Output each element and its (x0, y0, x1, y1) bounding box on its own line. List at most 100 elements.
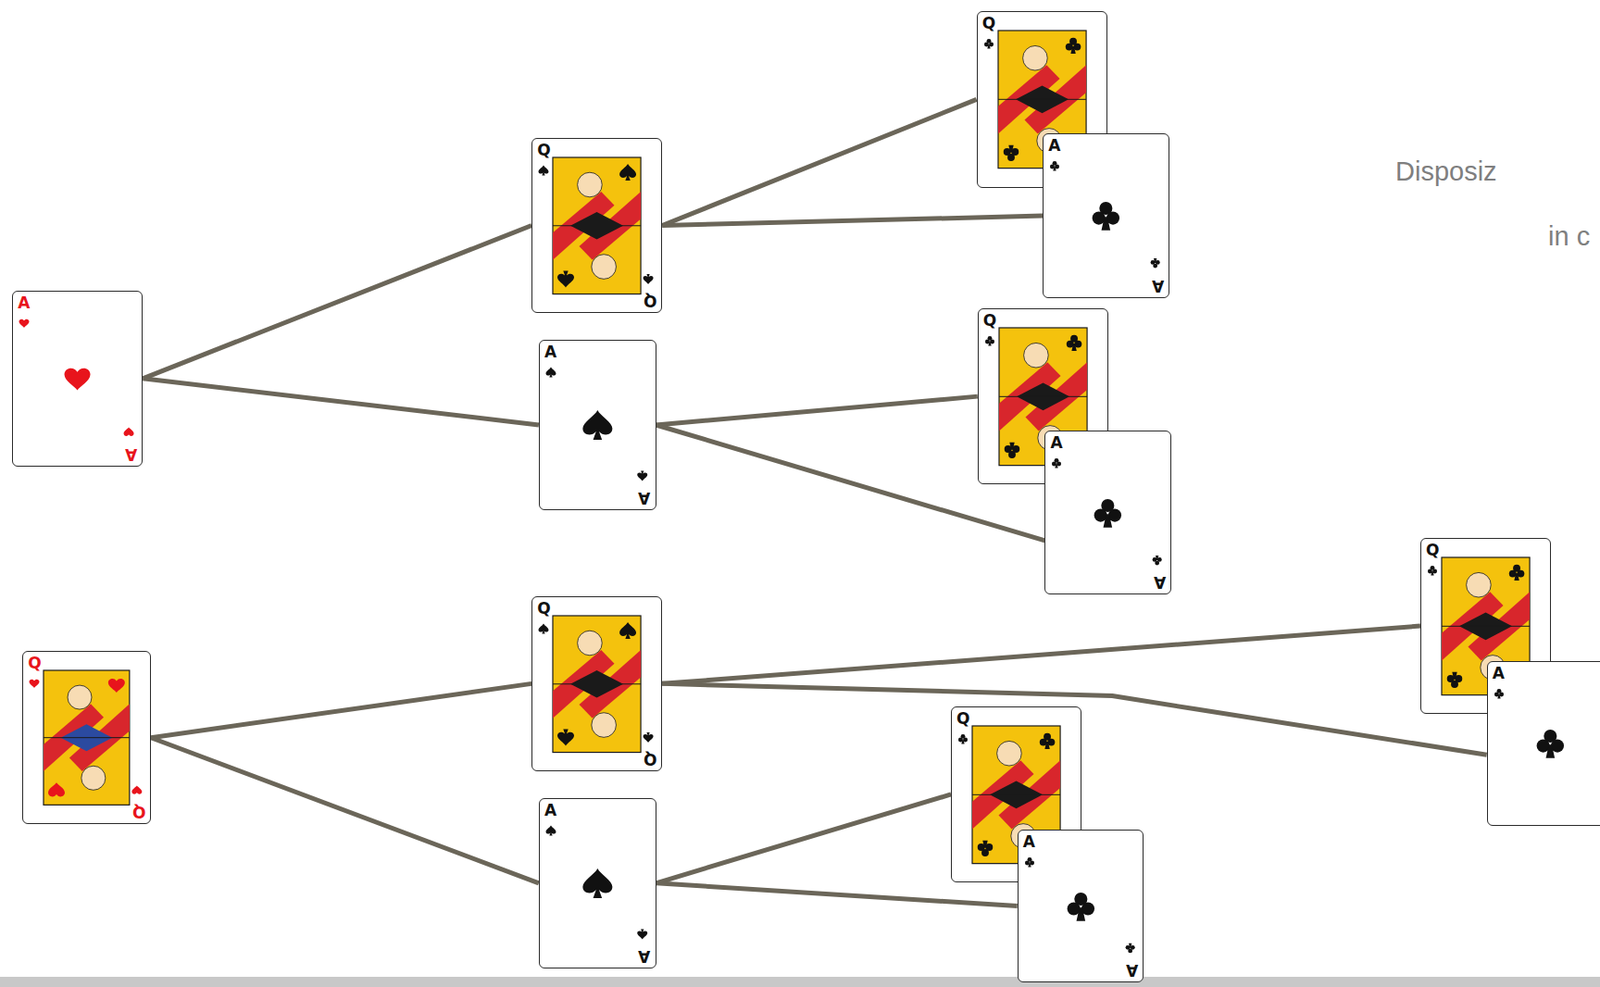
spade-pip (538, 623, 550, 634)
club-pip (1494, 688, 1504, 700)
card-index: Q (537, 600, 550, 617)
spade-pip (619, 163, 637, 181)
card-face (23, 651, 150, 824)
club-pip (1050, 161, 1060, 172)
club-pip (1025, 857, 1035, 868)
spade-pip (582, 868, 613, 899)
club-pip (1066, 892, 1094, 922)
card-face (532, 597, 662, 772)
card-face (1043, 134, 1169, 297)
caption-fragment: Disposiz (1395, 155, 1498, 188)
spade-pip (538, 164, 550, 175)
club-pip (1092, 201, 1120, 231)
card-index: Q (956, 711, 970, 727)
club-pip (958, 734, 968, 745)
heart-pip (124, 427, 135, 437)
spade-pip (582, 410, 613, 440)
card-index: A (1125, 962, 1138, 978)
club-pip (1447, 671, 1463, 688)
card-index: A (1492, 665, 1505, 682)
card-face (1045, 431, 1171, 594)
club-pip (1094, 499, 1122, 528)
bottom-bar (0, 976, 1600, 987)
playing-card: AA (538, 798, 657, 969)
heart-pip (64, 368, 91, 391)
spade-pip (619, 622, 637, 639)
heart-pip (108, 678, 125, 693)
card-face (532, 138, 662, 313)
branch-line (656, 396, 978, 425)
card-index: Q (27, 655, 41, 672)
card-index: A (1050, 435, 1063, 451)
branch-line (662, 99, 976, 225)
playing-card: QQ (531, 137, 663, 314)
club-pip (984, 38, 994, 50)
card-index: Q (983, 312, 997, 329)
playing-card: QQ (22, 650, 151, 825)
queen-figure (43, 670, 130, 805)
caption-fragment: in c (1548, 220, 1590, 253)
card-face (12, 291, 142, 466)
card-index: A (637, 489, 650, 506)
card-face (1487, 662, 1600, 825)
spade-pip (545, 825, 556, 836)
card-index: Q (982, 15, 996, 32)
heart-pip (48, 782, 65, 797)
card-index: Q (537, 142, 550, 159)
club-pip (1152, 555, 1163, 566)
card-face (539, 799, 656, 968)
spade-pip (557, 728, 575, 746)
card-index: A (125, 446, 138, 463)
club-pip (985, 336, 995, 347)
playing-card: AA (1044, 430, 1172, 595)
club-pip (1509, 563, 1525, 580)
card-index: A (17, 295, 30, 312)
club-pip (1536, 729, 1563, 759)
spade-pip (545, 366, 556, 377)
card-index: A (544, 344, 557, 361)
club-pip (1125, 943, 1135, 954)
spade-pip (643, 274, 654, 285)
club-pip (1051, 458, 1062, 469)
branch-line (150, 737, 539, 884)
branch-line (142, 225, 532, 379)
branch-line (142, 378, 539, 425)
branch-line (656, 794, 951, 884)
branch-line (656, 883, 1018, 907)
playing-card: AA (12, 290, 143, 467)
queen-figure (552, 615, 641, 753)
branch-line (662, 625, 1421, 684)
card-face (1018, 830, 1144, 982)
card-index: A (637, 948, 650, 964)
playing-card: QQ (531, 596, 663, 773)
playing-card: AA (1042, 133, 1170, 298)
branch-line (662, 215, 1043, 225)
heart-pip (19, 319, 30, 328)
branch-line (150, 683, 532, 738)
playing-card: AA (538, 339, 657, 511)
edge-group (142, 99, 1487, 906)
card-index: Q (643, 750, 657, 767)
club-pip (1039, 732, 1056, 749)
spade-pip (637, 928, 648, 939)
heart-pip (132, 785, 143, 794)
spade-pip (557, 270, 575, 288)
card-index: Q (1425, 542, 1439, 559)
club-pip (1427, 565, 1438, 576)
spade-pip (643, 732, 654, 743)
playing-card: AA (1017, 829, 1145, 983)
club-pip (1150, 258, 1161, 269)
card-index: A (1023, 834, 1036, 850)
card-index: A (1048, 137, 1061, 154)
club-pip (1066, 335, 1083, 351)
club-pip (1064, 37, 1081, 54)
card-index: A (1153, 574, 1166, 590)
spade-pip (637, 471, 648, 482)
heart-pip (29, 679, 40, 688)
playing-card: A (1487, 661, 1600, 825)
club-pip (977, 839, 994, 856)
card-index: Q (643, 292, 657, 309)
card-index: A (544, 802, 557, 819)
